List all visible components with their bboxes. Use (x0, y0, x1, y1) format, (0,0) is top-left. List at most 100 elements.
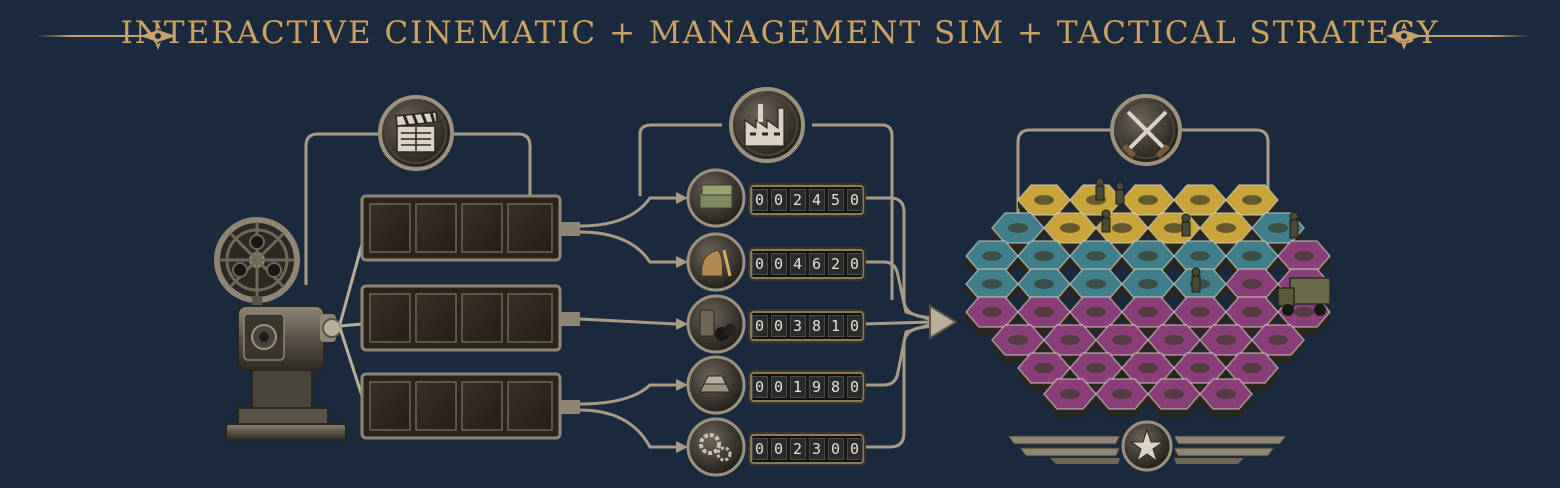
counter-digit: 0 (827, 438, 844, 460)
hex-terrain-feature (1268, 335, 1288, 345)
hex-terrain-feature (1138, 279, 1158, 289)
counter-digit: 9 (808, 376, 825, 398)
hex-terrain-feature (982, 251, 1002, 261)
counter-digit: 1 (789, 376, 806, 398)
resource-coin-grain (686, 232, 746, 292)
counter-digit: 0 (770, 438, 787, 460)
hex-terrain-feature (1034, 251, 1054, 261)
counter-digit: 5 (827, 189, 844, 211)
hex-terrain-feature (1086, 279, 1106, 289)
hex-terrain-feature (1164, 335, 1184, 345)
counter-digit: 1 (827, 315, 844, 337)
counter-digit: 6 (808, 253, 825, 275)
resource-coin-metal (686, 355, 746, 415)
counter-digit: 2 (827, 253, 844, 275)
hex-terrain-feature (1138, 195, 1158, 205)
hex-terrain-feature (1034, 307, 1054, 317)
hex-terrain-feature (1060, 335, 1080, 345)
film-strip-2 (360, 284, 580, 352)
counter-digit: 3 (789, 315, 806, 337)
hex-terrain-feature (982, 307, 1002, 317)
hex-terrain-feature (1242, 307, 1262, 317)
truck-unit (1277, 277, 1331, 316)
flow-pipes-right (861, 196, 933, 449)
cinematic-pipes (304, 132, 532, 285)
counter-digit: 0 (751, 253, 768, 275)
hex-terrain-feature (1112, 389, 1132, 399)
hex-terrain-feature (1034, 195, 1054, 205)
counter-digit: 0 (846, 189, 863, 211)
hex-terrain-feature (1242, 279, 1262, 289)
hex-terrain-feature (1008, 223, 1028, 233)
hex-terrain-feature (1060, 389, 1080, 399)
counter-digit: 8 (827, 376, 844, 398)
hex-tile-side (1096, 394, 1148, 417)
hex-tile-side (1044, 394, 1096, 417)
hex-tile-side (1200, 394, 1252, 417)
hex-terrain-feature (1060, 223, 1080, 233)
title-ornament-right (1386, 22, 1530, 50)
hex-terrain-feature (1138, 251, 1158, 261)
hex-terrain-feature (1112, 335, 1132, 345)
counter-digit: 2 (789, 189, 806, 211)
hex-terrain-feature (1190, 307, 1210, 317)
counter-digit: 4 (789, 253, 806, 275)
film-strip-1 (360, 194, 580, 262)
hex-terrain-feature (1242, 251, 1262, 261)
hex-terrain-feature (1190, 251, 1210, 261)
title-ornament-left (36, 22, 176, 50)
hex-terrain-feature (1190, 195, 1210, 205)
counter-digit: 0 (751, 315, 768, 337)
counter-digit: 0 (751, 438, 768, 460)
page-title: INTERACTIVE CINEMATIC + MANAGEMENT SIM +… (120, 15, 1440, 51)
hex-map (965, 184, 1331, 417)
film-strip-3 (360, 372, 580, 440)
hex-terrain-feature (1034, 363, 1054, 373)
hex-terrain-feature (1086, 363, 1106, 373)
factory-icon (729, 87, 805, 163)
counter-digit: 0 (846, 315, 863, 337)
hex-terrain-feature (1242, 195, 1262, 205)
main-arrowhead (929, 304, 958, 340)
hex-terrain-feature (1112, 223, 1132, 233)
hex-terrain-feature (1268, 223, 1288, 233)
counter-digit: 0 (770, 376, 787, 398)
counter-digit: 0 (770, 189, 787, 211)
counter-digit: 2 (789, 438, 806, 460)
counter-digit: 3 (808, 438, 825, 460)
counter-digit: 0 (751, 376, 768, 398)
hex-tile-side (1148, 394, 1200, 417)
star-emblem-icon (1007, 420, 1287, 472)
hex-terrain-feature (1216, 389, 1236, 399)
resource-coin-gears (686, 417, 746, 477)
hex-terrain-feature (1034, 279, 1054, 289)
counter-digit: 0 (770, 315, 787, 337)
hex-terrain-feature (1190, 363, 1210, 373)
film-projector (214, 217, 364, 441)
tactical-pipes (1016, 128, 1270, 214)
hex-terrain-feature (1164, 223, 1184, 233)
hex-terrain-feature (1086, 251, 1106, 261)
hex-terrain-feature (982, 279, 1002, 289)
infantry-units (1095, 177, 1299, 293)
flow-arrowheads (676, 192, 688, 453)
hex-terrain-feature (1008, 335, 1028, 345)
counter-digit: 0 (846, 253, 863, 275)
resource-coin-money (686, 168, 746, 228)
hex-terrain-feature (1086, 307, 1106, 317)
counter-digit: 8 (808, 315, 825, 337)
clapperboard-icon (378, 95, 454, 171)
counter-digit: 0 (846, 438, 863, 460)
